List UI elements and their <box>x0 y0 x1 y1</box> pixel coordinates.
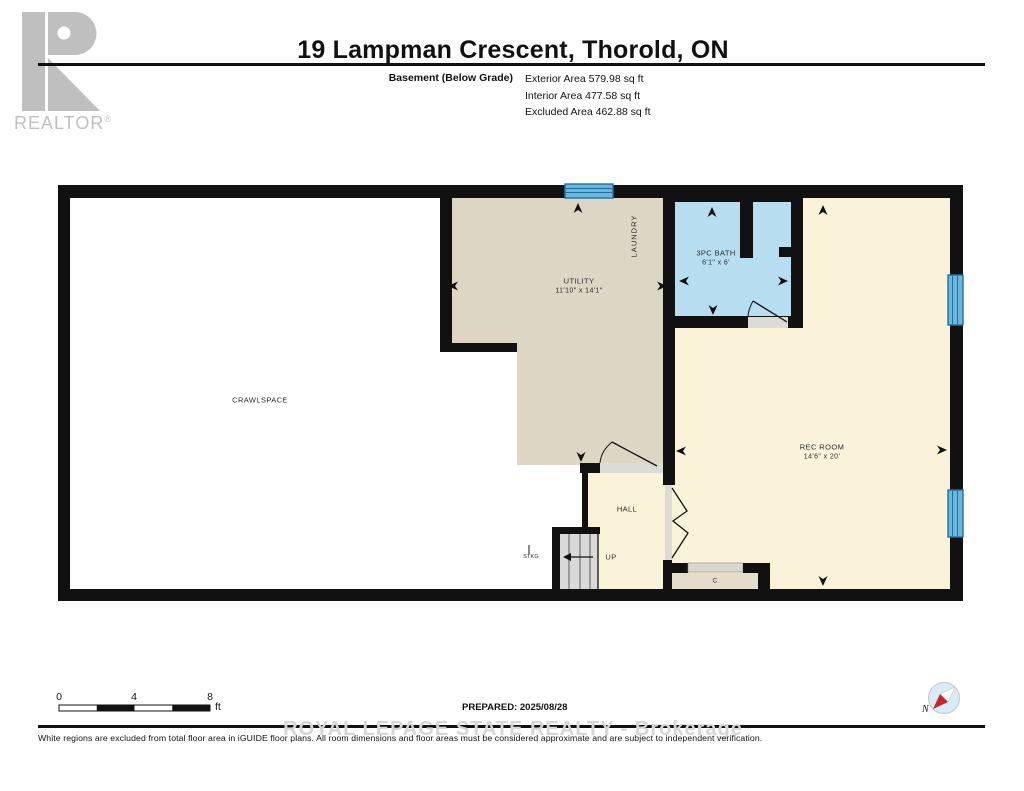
area-summary: Exterior Area 579.98 sq ft Interior Area… <box>525 71 651 121</box>
direction-arrows <box>448 203 947 586</box>
disclaimer-text: White regions are excluded from total fl… <box>38 733 763 743</box>
stairs <box>528 470 600 589</box>
bathroom <box>663 190 803 328</box>
hall-rec-door <box>663 485 689 601</box>
registered-mark: ® <box>104 114 112 124</box>
label-bath: 3PC BATH <box>696 248 736 258</box>
interior-area: Interior Area 477.58 sq ft <box>525 89 640 102</box>
label-closet: C <box>712 577 718 584</box>
utility-walls <box>440 198 675 485</box>
footer-rule <box>38 725 985 728</box>
label-hall: HALL <box>616 504 638 514</box>
scale-8: 8 <box>207 691 213 703</box>
label-up: UP <box>605 552 617 562</box>
closet <box>672 562 770 601</box>
label-stkg: STKG <box>523 554 539 560</box>
label-rec-room: REC ROOM <box>799 442 845 452</box>
floor-label: Basement (Below Grade) <box>388 72 513 84</box>
realtor-wordmark: REALTOR <box>14 113 105 133</box>
label-bath-dims: 6'1" x 6' <box>702 259 730 266</box>
window-right-2 <box>947 489 964 538</box>
realtor-logo-text: REALTOR® <box>14 113 112 134</box>
windows <box>564 183 964 538</box>
header-rule <box>38 63 985 66</box>
label-rec-dims: 14'6" x 20' <box>803 453 841 460</box>
bath-door-opening <box>748 317 788 328</box>
exterior-area: Exterior Area 579.98 sq ft <box>525 73 644 85</box>
window-right-1 <box>947 274 964 326</box>
window-top <box>564 183 614 199</box>
utility-hall-door <box>580 441 663 473</box>
hall-door-leaf <box>611 441 658 467</box>
label-crawlspace: CRAWLSPACE <box>232 395 288 405</box>
closet-shelf <box>687 562 744 573</box>
compass-icon <box>928 682 960 714</box>
scale-unit: ft <box>215 701 221 713</box>
utility-room-area <box>452 198 663 465</box>
label-utility-dims: 11'10" x 14'1" <box>555 287 603 294</box>
brokerage-watermark: ROYAL LEPAGE STATE REALTY - Brokerage <box>283 718 743 740</box>
realtor-logo-icon <box>22 12 100 111</box>
hall-door-opening <box>600 463 663 473</box>
page-title: 19 Lampman Crescent, Thorold, ON <box>297 36 729 64</box>
excluded-area: Excluded Area 462.88 sq ft <box>525 106 651 119</box>
label-utility: UTILITY <box>563 276 595 286</box>
scale-4: 4 <box>131 691 137 703</box>
scale-0: 0 <box>56 691 62 703</box>
closet-area <box>672 573 758 589</box>
compass-north-label: N <box>922 704 929 715</box>
bifold-opening <box>665 485 672 560</box>
bath-area <box>675 202 791 316</box>
prepared-date: PREPARED: 2025/08/28 <box>462 702 568 713</box>
label-laundry: LAUNDRY <box>629 214 639 258</box>
stairs-area <box>560 534 598 589</box>
bifold-door <box>671 487 689 559</box>
up-arrow-head <box>563 553 571 561</box>
scale-bar <box>58 704 211 712</box>
bath-door-leaf <box>752 300 788 323</box>
